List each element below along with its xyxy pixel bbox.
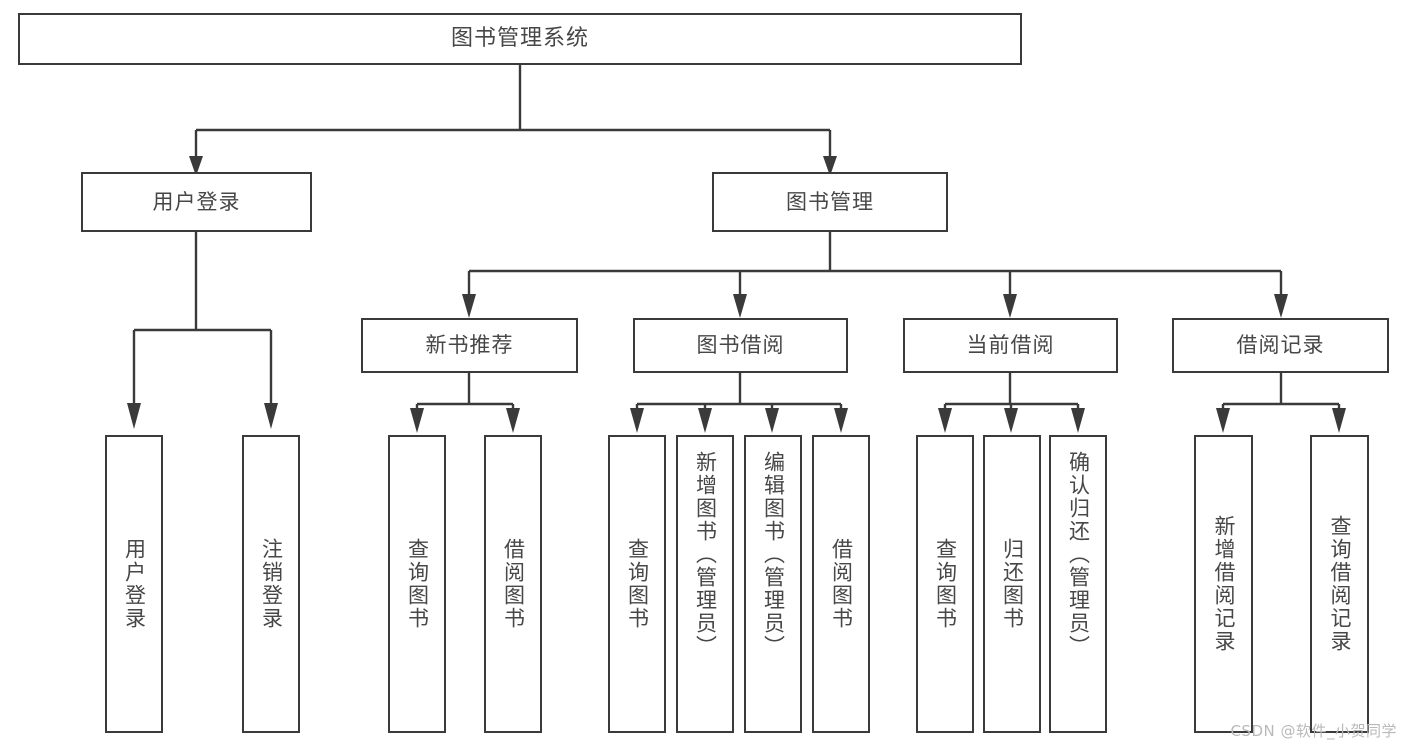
node-label: 图书借阅 bbox=[696, 333, 785, 358]
node-label: 图书管理 bbox=[786, 189, 874, 214]
leaf-label: 查询图书 bbox=[405, 538, 430, 630]
leaf-user-logout[interactable]: 注销登录 bbox=[242, 435, 300, 733]
leaf-current-confirm-return-admin[interactable]: 确认归还（管理员） bbox=[1049, 435, 1107, 733]
leaf-records-query-record[interactable]: 查询借阅记录 bbox=[1310, 435, 1369, 733]
leaf-newbook-borrow-books[interactable]: 借阅图书 bbox=[484, 435, 542, 733]
leaf-label: 确认归还（管理员） bbox=[1066, 451, 1091, 658]
node-book-borrow[interactable]: 图书借阅 bbox=[633, 318, 848, 373]
leaf-newbook-query-books[interactable]: 查询图书 bbox=[388, 435, 446, 733]
leaf-label: 用户登录 bbox=[122, 538, 147, 630]
leaf-current-return-books[interactable]: 归还图书 bbox=[983, 435, 1041, 733]
node-borrow-records[interactable]: 借阅记录 bbox=[1172, 318, 1389, 373]
leaf-label: 查询图书 bbox=[933, 538, 958, 630]
leaf-borrow-query-books[interactable]: 查询图书 bbox=[608, 435, 666, 733]
watermark: CSDN @软件_小贺同学 bbox=[1230, 722, 1397, 740]
leaf-borrow-edit-book-admin[interactable]: 编辑图书（管理员） bbox=[744, 435, 802, 733]
leaf-label: 归还图书 bbox=[1000, 538, 1025, 630]
leaf-borrow-borrow-books[interactable]: 借阅图书 bbox=[812, 435, 870, 733]
node-label: 新书推荐 bbox=[425, 333, 514, 358]
node-label: 借阅记录 bbox=[1236, 333, 1325, 358]
leaf-records-add-record[interactable]: 新增借阅记录 bbox=[1194, 435, 1253, 733]
node-user-login[interactable]: 用户登录 bbox=[81, 172, 312, 232]
leaf-label: 查询图书 bbox=[625, 538, 650, 630]
leaf-label: 编辑图书（管理员） bbox=[761, 451, 786, 658]
leaf-label: 借阅图书 bbox=[829, 538, 854, 630]
node-label: 用户登录 bbox=[152, 189, 241, 214]
leaf-label: 查询借阅记录 bbox=[1328, 515, 1352, 653]
leaf-label: 注销登录 bbox=[259, 538, 284, 630]
leaf-label: 借阅图书 bbox=[501, 538, 526, 630]
node-current-borrow[interactable]: 当前借阅 bbox=[903, 318, 1118, 373]
leaf-borrow-add-book-admin[interactable]: 新增图书（管理员） bbox=[676, 435, 734, 733]
leaf-label: 新增借阅记录 bbox=[1212, 515, 1236, 653]
node-label: 图书管理系统 bbox=[450, 26, 589, 52]
node-label: 当前借阅 bbox=[966, 333, 1055, 358]
leaf-current-query-books[interactable]: 查询图书 bbox=[916, 435, 974, 733]
node-root-system[interactable]: 图书管理系统 bbox=[18, 13, 1022, 65]
leaf-label: 新增图书（管理员） bbox=[693, 451, 718, 658]
node-book-management[interactable]: 图书管理 bbox=[712, 172, 948, 232]
node-new-book-recommend[interactable]: 新书推荐 bbox=[361, 318, 578, 373]
leaf-user-login[interactable]: 用户登录 bbox=[105, 435, 163, 733]
